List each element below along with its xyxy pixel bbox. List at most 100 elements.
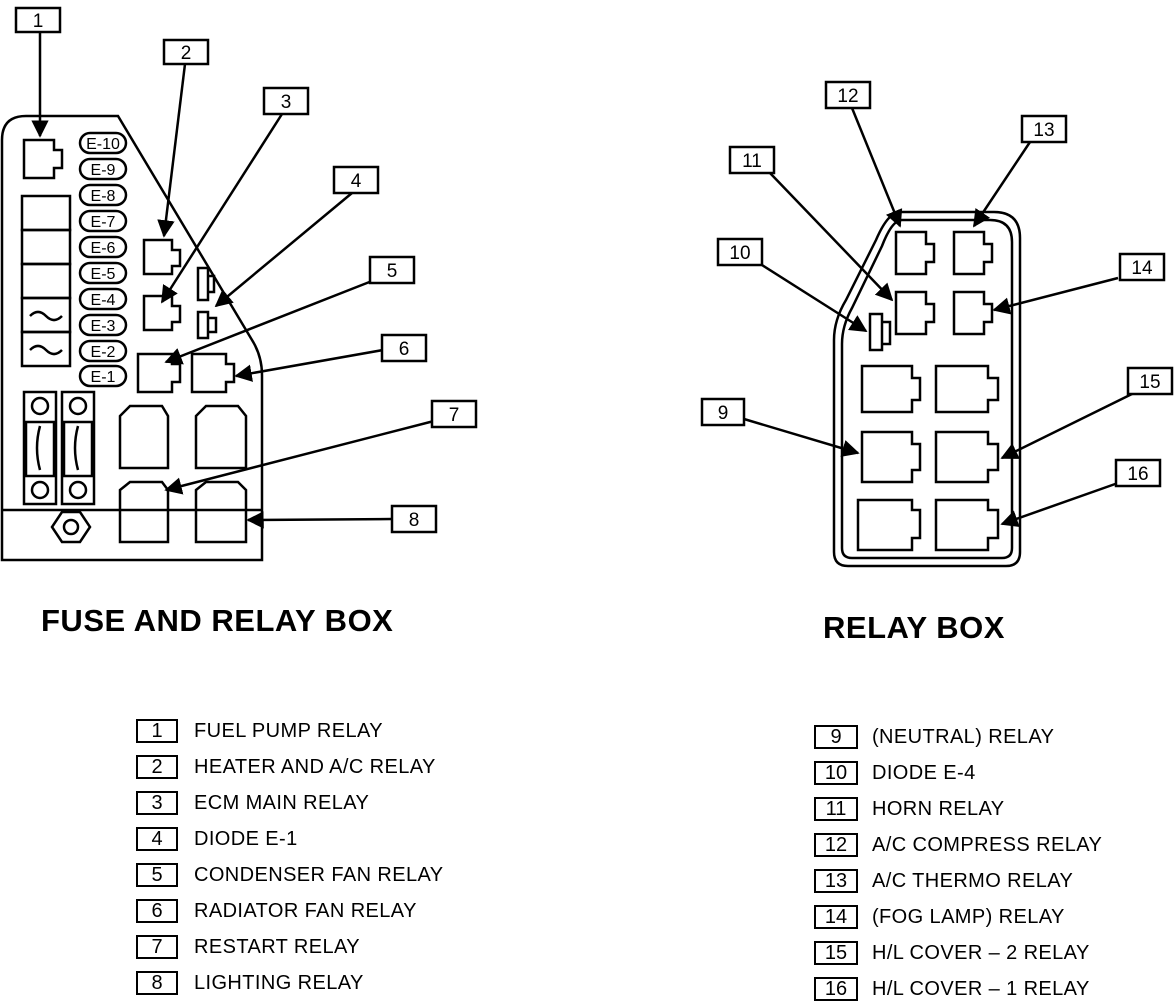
- svg-text:12: 12: [837, 86, 858, 107]
- legend-label: RADIATOR FAN RELAY: [194, 900, 417, 922]
- relay-socket-r1-right: [934, 364, 1000, 414]
- svg-text:10: 10: [729, 243, 750, 264]
- legend-label: ECM MAIN RELAY: [194, 792, 370, 814]
- horn-relay-socket: [894, 290, 936, 336]
- callout-3: 3: [262, 86, 310, 116]
- relay-box: [832, 210, 1022, 568]
- svg-text:16: 16: [1127, 464, 1148, 485]
- callout-6: 6: [380, 333, 428, 363]
- legend-number: 11: [814, 797, 858, 821]
- legend-label: RESTART RELAY: [194, 936, 360, 958]
- fuse-label-column: E-10E-9E-8E-7E-6E-5E-4E-3E-2E-1: [78, 131, 128, 388]
- callout-5: 5: [368, 255, 416, 285]
- callout-15: 15: [1126, 366, 1174, 396]
- legend-label: A/C COMPRESS RELAY: [872, 834, 1103, 856]
- diode-e1: [196, 266, 216, 302]
- fuel-pump-relay-socket: [22, 138, 64, 180]
- fuse-label-e-7: E-7: [78, 209, 128, 233]
- legend-label: CONDENSER FAN RELAY: [194, 864, 444, 886]
- fuse-box-outline: [0, 114, 264, 562]
- heater-ac-relay-socket: [142, 238, 182, 276]
- svg-text:7: 7: [449, 405, 460, 426]
- relay-socket-r1-left: [860, 364, 922, 414]
- callout-13: 13: [1020, 114, 1068, 144]
- legend-number: 8: [136, 971, 178, 995]
- callout-10: 10: [716, 237, 764, 267]
- relay-box-outer: [832, 210, 1022, 568]
- svg-text:E-8: E-8: [91, 188, 116, 205]
- svg-text:5: 5: [387, 261, 398, 282]
- fuse-label-e-4: E-4: [78, 287, 128, 311]
- fuse-slot: [20, 330, 72, 368]
- fuse-label-e-8: E-8: [78, 183, 128, 207]
- svg-text:14: 14: [1131, 258, 1153, 279]
- svg-text:E-7: E-7: [91, 214, 116, 231]
- legend-number: 2: [136, 755, 178, 779]
- legend-label: HEATER AND A/C RELAY: [194, 756, 436, 778]
- legend-number: 6: [136, 899, 178, 923]
- fuse-slot: [20, 262, 72, 300]
- callout-4: 4: [332, 165, 380, 195]
- legend-number: 14: [814, 905, 858, 929]
- callout-2: 2: [162, 38, 210, 66]
- svg-text:9: 9: [718, 403, 729, 424]
- svg-text:3: 3: [281, 92, 292, 113]
- legend-label: A/C THERMO RELAY: [872, 870, 1074, 892]
- svg-text:E-10: E-10: [86, 136, 120, 153]
- relay-socket-r3-left: [856, 498, 922, 552]
- ac-compress-relay-socket: [894, 230, 936, 276]
- relay-socket-upper-right: [194, 404, 248, 470]
- svg-text:E-6: E-6: [91, 240, 116, 257]
- fuse-label-e-1: E-1: [78, 364, 128, 388]
- restart-relay-socket: [118, 480, 170, 544]
- legend-number: 7: [136, 935, 178, 959]
- svg-text:1: 1: [33, 11, 44, 32]
- fuse-label-e-5: E-5: [78, 261, 128, 285]
- relay-socket-upper-left: [118, 404, 170, 470]
- hl-cover-2-relay-socket: [934, 430, 1000, 484]
- legend-number: 4: [136, 827, 178, 851]
- svg-text:6: 6: [399, 339, 410, 360]
- fog-lamp-relay-socket: [952, 290, 994, 336]
- callout-16: 16: [1114, 458, 1162, 488]
- fuse-relay-box-title: FUSE AND RELAY BOX: [41, 603, 394, 638]
- fuse-relay-box: [0, 114, 264, 562]
- svg-text:E-1: E-1: [91, 369, 116, 386]
- svg-text:E-9: E-9: [91, 162, 116, 179]
- legend-label: H/L COVER – 2 RELAY: [872, 942, 1090, 964]
- legend-number: 3: [136, 791, 178, 815]
- svg-text:E-3: E-3: [91, 318, 116, 335]
- fuse-label-e-10: E-10: [78, 131, 128, 155]
- callout-11: 11: [728, 145, 776, 175]
- main-fuse-right: [60, 390, 96, 506]
- leader-lines: [31, 30, 1137, 529]
- radiator-fan-relay-socket: [190, 352, 236, 394]
- svg-text:8: 8: [409, 510, 420, 531]
- fuse-label-e-3: E-3: [78, 313, 128, 337]
- legend-number: 16: [814, 977, 858, 1001]
- legend-number: 9: [814, 725, 858, 749]
- fuse-slot: [20, 228, 72, 266]
- callout-12: 12: [824, 80, 872, 110]
- fuse-slot: [20, 194, 72, 232]
- callout-9: 9: [700, 397, 746, 427]
- callout-7: 7: [430, 399, 478, 429]
- legend-number: 5: [136, 863, 178, 887]
- callout-14: 14: [1118, 252, 1166, 282]
- legend-number: 1: [136, 719, 178, 743]
- fuse-label-e-6: E-6: [78, 235, 128, 259]
- fuse-label-e-9: E-9: [78, 157, 128, 181]
- svg-text:E-4: E-4: [91, 292, 116, 309]
- svg-text:11: 11: [742, 151, 762, 172]
- legend-label: DIODE E-1: [194, 828, 298, 850]
- svg-text:15: 15: [1139, 372, 1160, 393]
- relay-box-title: RELAY BOX: [823, 610, 1005, 645]
- legend-label: LIGHTING RELAY: [194, 972, 364, 994]
- svg-text:E-2: E-2: [91, 344, 116, 361]
- lighting-relay-socket: [194, 480, 248, 544]
- legend-number: 12: [814, 833, 858, 857]
- legend-number: 15: [814, 941, 858, 965]
- legend-label: (NEUTRAL) RELAY: [872, 726, 1055, 748]
